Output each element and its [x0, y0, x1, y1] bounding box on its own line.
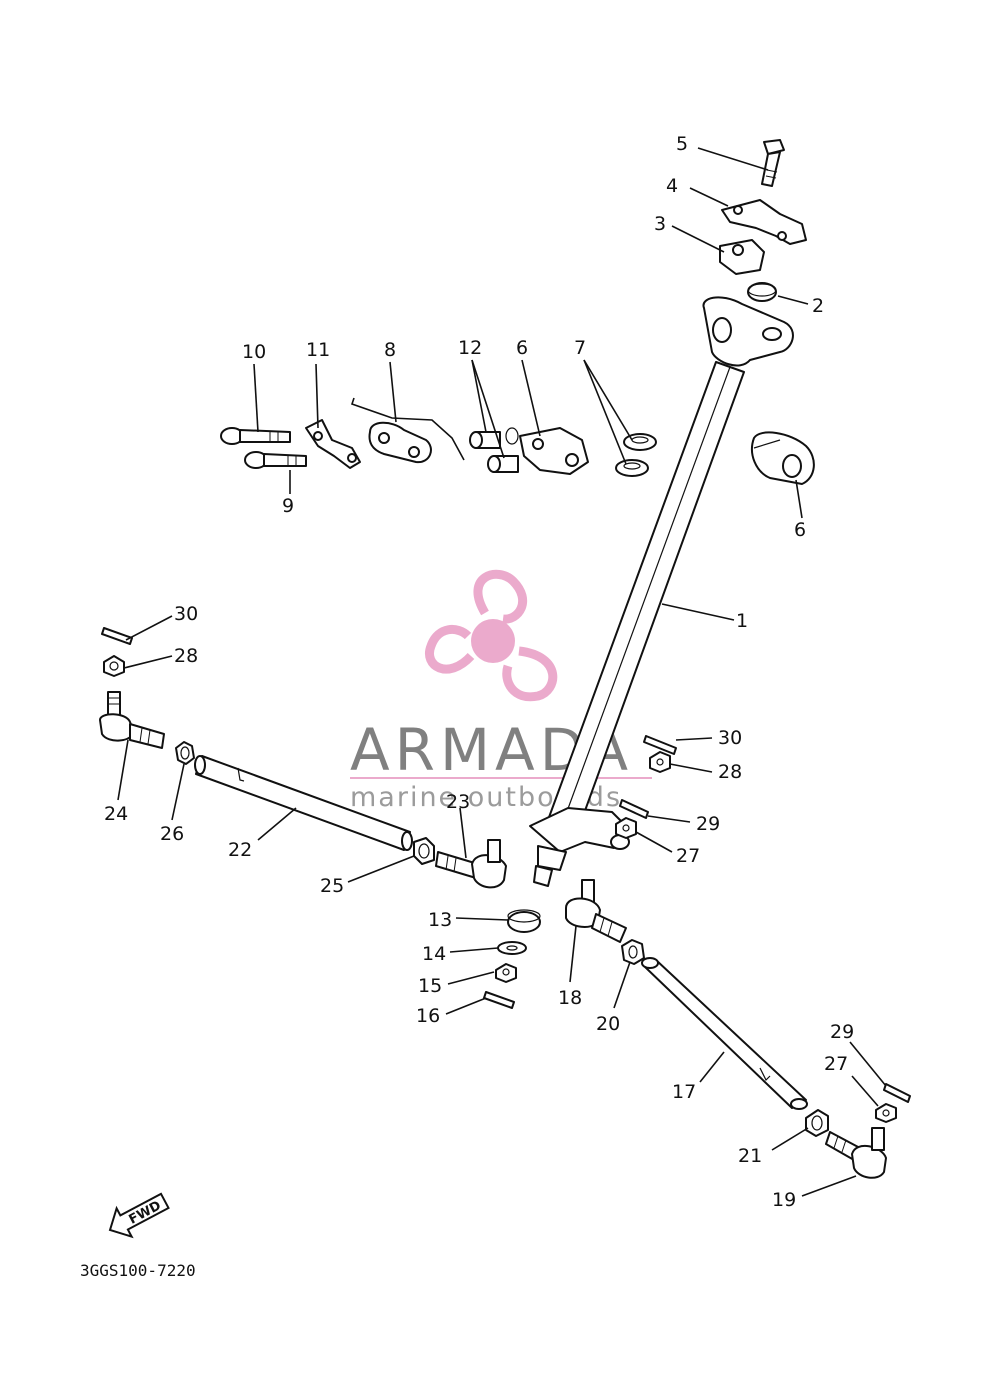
steering-column [529, 361, 745, 887]
nut-28b [649, 751, 671, 773]
bush-holder-6b [751, 431, 815, 485]
tie-rod-end-23 [435, 839, 507, 889]
nut-15 [495, 963, 517, 983]
tie-rod-17 [641, 957, 808, 1110]
callout-28a: 28 [174, 645, 198, 667]
propeller-icon [425, 569, 558, 702]
nut-28a [103, 655, 125, 677]
bolt-5 [761, 139, 785, 187]
cotter-pin-30b [643, 735, 677, 755]
callout-20: 20 [596, 1013, 620, 1035]
callout-5: 5 [676, 133, 688, 155]
callout-1: 1 [736, 610, 748, 632]
callout-30b: 30 [718, 727, 742, 749]
tie-rod-end-19 [825, 1127, 887, 1179]
cap-2 [747, 282, 777, 302]
nut-21 [805, 1109, 829, 1137]
callout-6a: 6 [516, 337, 528, 359]
leader-lines [117, 147, 887, 1197]
tie-rod-22 [194, 755, 413, 851]
nut-25 [413, 837, 435, 865]
cotter-pin-30a [101, 627, 133, 645]
bolt-10 [220, 427, 291, 445]
callout-30a: 30 [174, 603, 198, 625]
cotter-pin-29b [883, 1083, 911, 1103]
callout-labels: 5 4 3 2 10 11 8 12 6 7 6 9 1 30 28 24 26… [104, 133, 854, 1211]
callout-26: 26 [160, 823, 184, 845]
callout-24: 24 [104, 803, 128, 825]
callout-13: 13 [428, 909, 452, 931]
column-upper-holder [702, 296, 794, 367]
cotter-pin-29a [619, 799, 649, 819]
nut-27b [875, 1103, 897, 1123]
nut-27a [615, 817, 637, 839]
callout-28b: 28 [718, 761, 742, 783]
callout-27a: 27 [676, 845, 700, 867]
callout-21: 21 [738, 1145, 762, 1167]
callout-4: 4 [666, 175, 678, 197]
cotter-pin-16 [483, 991, 515, 1009]
callout-23: 23 [446, 791, 470, 813]
nut-20 [621, 939, 645, 965]
callout-17: 17 [672, 1081, 696, 1103]
callout-6b: 6 [794, 519, 806, 541]
callout-9: 9 [282, 495, 294, 517]
callout-29a: 29 [696, 813, 720, 835]
callout-27b: 27 [824, 1053, 848, 1075]
tie-rod-end-18 [565, 879, 627, 943]
callout-7: 7 [574, 337, 586, 359]
callout-19: 19 [772, 1189, 796, 1211]
callout-25: 25 [320, 875, 344, 897]
callout-18: 18 [558, 987, 582, 1009]
callout-14: 14 [422, 943, 446, 965]
washer-13 [507, 909, 541, 933]
lock-plate-11 [305, 419, 361, 469]
washer-14 [497, 941, 527, 955]
callout-3: 3 [654, 213, 666, 235]
bolt-9 [244, 451, 307, 469]
callout-22: 22 [228, 839, 252, 861]
callout-15: 15 [418, 975, 442, 997]
callout-2: 2 [812, 295, 824, 317]
callout-12: 12 [458, 337, 482, 359]
clamp-3 [719, 239, 765, 275]
bush-holder-6a [519, 427, 589, 475]
nut-26 [175, 741, 195, 765]
washers-7 [615, 433, 657, 477]
collars-12 [469, 427, 519, 473]
callout-10: 10 [242, 341, 266, 363]
callout-11: 11 [306, 339, 330, 361]
diagram-code: 3GGS100-7220 [80, 1261, 196, 1280]
callout-8: 8 [384, 339, 396, 361]
tie-rod-end-24 [99, 691, 165, 749]
fwd-arrow-icon: FWD [108, 1192, 170, 1239]
callout-16: 16 [416, 1005, 440, 1027]
callout-29b: 29 [830, 1021, 854, 1043]
plate-4 [721, 199, 807, 245]
clamp-8 [350, 397, 465, 464]
